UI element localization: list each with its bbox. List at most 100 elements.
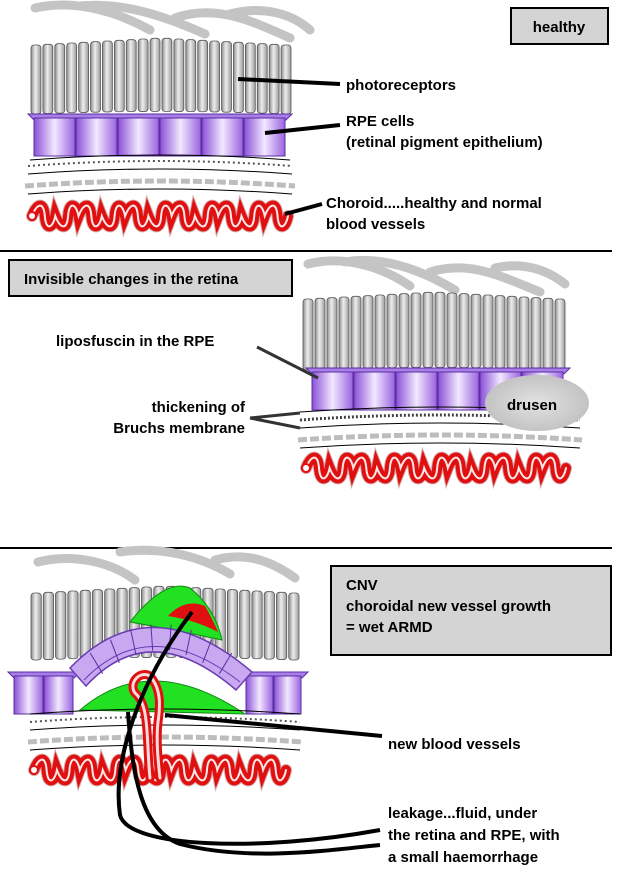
photoreceptor-tips-2 bbox=[303, 255, 570, 297]
photoreceptor-rod bbox=[221, 41, 232, 113]
choroid-label-line2: blood vessels bbox=[326, 216, 425, 233]
cnv-box-line3: = wet ARMD bbox=[346, 619, 433, 636]
leakage-label-line3: a small haemorrhage bbox=[388, 849, 538, 866]
photoreceptor-rod bbox=[161, 37, 173, 112]
choroid-label-line1: Choroid.....healthy and normal bbox=[326, 195, 542, 212]
photoreceptor-rod bbox=[137, 38, 149, 112]
photoreceptor-rod bbox=[185, 39, 197, 113]
photoreceptor-tips bbox=[30, 0, 315, 43]
rpe-cell bbox=[437, 371, 480, 411]
photoreceptors bbox=[302, 291, 566, 371]
photoreceptor-rod bbox=[30, 44, 42, 115]
drusen-label: drusen bbox=[507, 397, 557, 414]
photoreceptor-rod bbox=[276, 591, 288, 660]
cnv-box-line1: CNV bbox=[346, 577, 378, 594]
photoreceptor-rod bbox=[67, 590, 79, 660]
photoreceptor-rod bbox=[197, 39, 209, 113]
rpe-cell bbox=[43, 675, 74, 715]
choroid-vessel-highlight bbox=[31, 204, 289, 228]
photoreceptor-rod bbox=[386, 293, 398, 369]
photoreceptor-rod bbox=[113, 39, 125, 113]
rpe-cell bbox=[159, 117, 202, 157]
rpe-label-line2: (retinal pigment epithelium) bbox=[346, 134, 543, 151]
photoreceptor-rod bbox=[90, 41, 101, 113]
bruchs-label-line2: Bruchs membrane bbox=[113, 420, 245, 437]
photoreceptor-rod bbox=[374, 294, 386, 369]
choroid-blood-vessels bbox=[300, 446, 572, 490]
rpe-cell bbox=[75, 117, 118, 157]
choroid-blood-vessels bbox=[26, 194, 294, 238]
photoreceptor-rod bbox=[42, 591, 54, 660]
photoreceptor-rod bbox=[506, 295, 518, 369]
rpe-cell bbox=[395, 371, 438, 411]
rpe-cells bbox=[26, 113, 294, 157]
photoreceptors-label: photoreceptors bbox=[346, 77, 456, 94]
photoreceptor-rod bbox=[362, 295, 374, 369]
rpe-cell bbox=[243, 117, 286, 157]
lipofuscin-label: liposfuscin in the RPE bbox=[56, 333, 214, 350]
photoreceptor-rod bbox=[263, 591, 275, 660]
rpe-cell bbox=[273, 675, 302, 715]
panel-cnv: CNV choroidal new vessel growth = wet AR… bbox=[6, 545, 612, 866]
photoreceptor-rod bbox=[530, 297, 542, 370]
leakage-label-line2: the retina and RPE, with bbox=[388, 827, 560, 844]
leakage-pointer-1 bbox=[116, 610, 381, 846]
rpe-cells bbox=[6, 671, 310, 715]
photoreceptor-rod bbox=[350, 295, 362, 369]
bruchs-label-line1: thickening of bbox=[152, 399, 246, 416]
photoreceptor-rod bbox=[542, 297, 554, 370]
panel-invisible-changes: drusen Invisible changes in the retina l… bbox=[8, 255, 589, 490]
photoreceptor-rod bbox=[434, 291, 446, 368]
photoreceptor-rod bbox=[125, 39, 137, 113]
lipofuscin-pointer bbox=[256, 345, 319, 380]
haemorrhage bbox=[168, 603, 218, 632]
photoreceptor-rod bbox=[422, 291, 434, 368]
photoreceptor-rod bbox=[458, 293, 470, 369]
drusen-deposit bbox=[485, 375, 589, 431]
photoreceptor-rod bbox=[554, 298, 566, 371]
bruchs-pointer-1 bbox=[249, 411, 301, 420]
photoreceptor-rod bbox=[288, 592, 300, 661]
photoreceptor-tips-3 bbox=[33, 545, 300, 585]
photoreceptor-rod bbox=[482, 294, 494, 369]
photoreceptor-rod bbox=[302, 298, 314, 371]
leakage-pointer-2 bbox=[126, 711, 381, 856]
photoreceptors-pointer bbox=[237, 77, 341, 86]
photoreceptor-rod bbox=[518, 296, 530, 370]
photoreceptor-rod bbox=[55, 591, 67, 660]
invisible-changes-box bbox=[8, 259, 293, 297]
rpe-label-line1: RPE cells bbox=[346, 113, 414, 130]
cnv-info-box bbox=[330, 565, 612, 656]
rpe-cell bbox=[33, 117, 76, 157]
new-vessels-label: new blood vessels bbox=[388, 736, 521, 753]
photoreceptor-rod bbox=[326, 297, 338, 370]
rpe-cell bbox=[245, 675, 274, 715]
photoreceptor-rod bbox=[66, 42, 78, 114]
choroid-vessel-highlight bbox=[305, 456, 567, 480]
photoreceptor-rod bbox=[226, 589, 239, 659]
choroid-pointer bbox=[284, 202, 323, 216]
photoreceptor-rod bbox=[338, 296, 350, 370]
cnv-box-line2: choroidal new vessel growth bbox=[346, 598, 551, 615]
photoreceptor-rod bbox=[470, 293, 482, 369]
photoreceptor-rod bbox=[30, 592, 42, 661]
leakage-label-line1: leakage...fluid, under bbox=[388, 805, 537, 822]
photoreceptor-rod bbox=[239, 589, 251, 659]
photoreceptor-rod bbox=[42, 43, 54, 114]
photoreceptor-rod bbox=[79, 589, 91, 659]
photoreceptor-rod bbox=[398, 293, 410, 369]
photoreceptors bbox=[30, 37, 292, 115]
rpe-cell bbox=[311, 371, 354, 411]
photoreceptor-rod bbox=[314, 297, 326, 370]
photoreceptor-rod bbox=[102, 40, 113, 113]
photoreceptor-rod bbox=[251, 590, 263, 660]
photoreceptor-rod bbox=[446, 292, 458, 368]
bruchs-membrane bbox=[24, 154, 296, 195]
photoreceptor-rod bbox=[78, 41, 89, 113]
rpe-cell bbox=[353, 371, 396, 411]
rpe-cell bbox=[117, 117, 160, 157]
bruchs-pointer-2 bbox=[249, 416, 301, 430]
healthy-label: healthy bbox=[533, 19, 586, 36]
photoreceptor-rod bbox=[494, 295, 506, 369]
